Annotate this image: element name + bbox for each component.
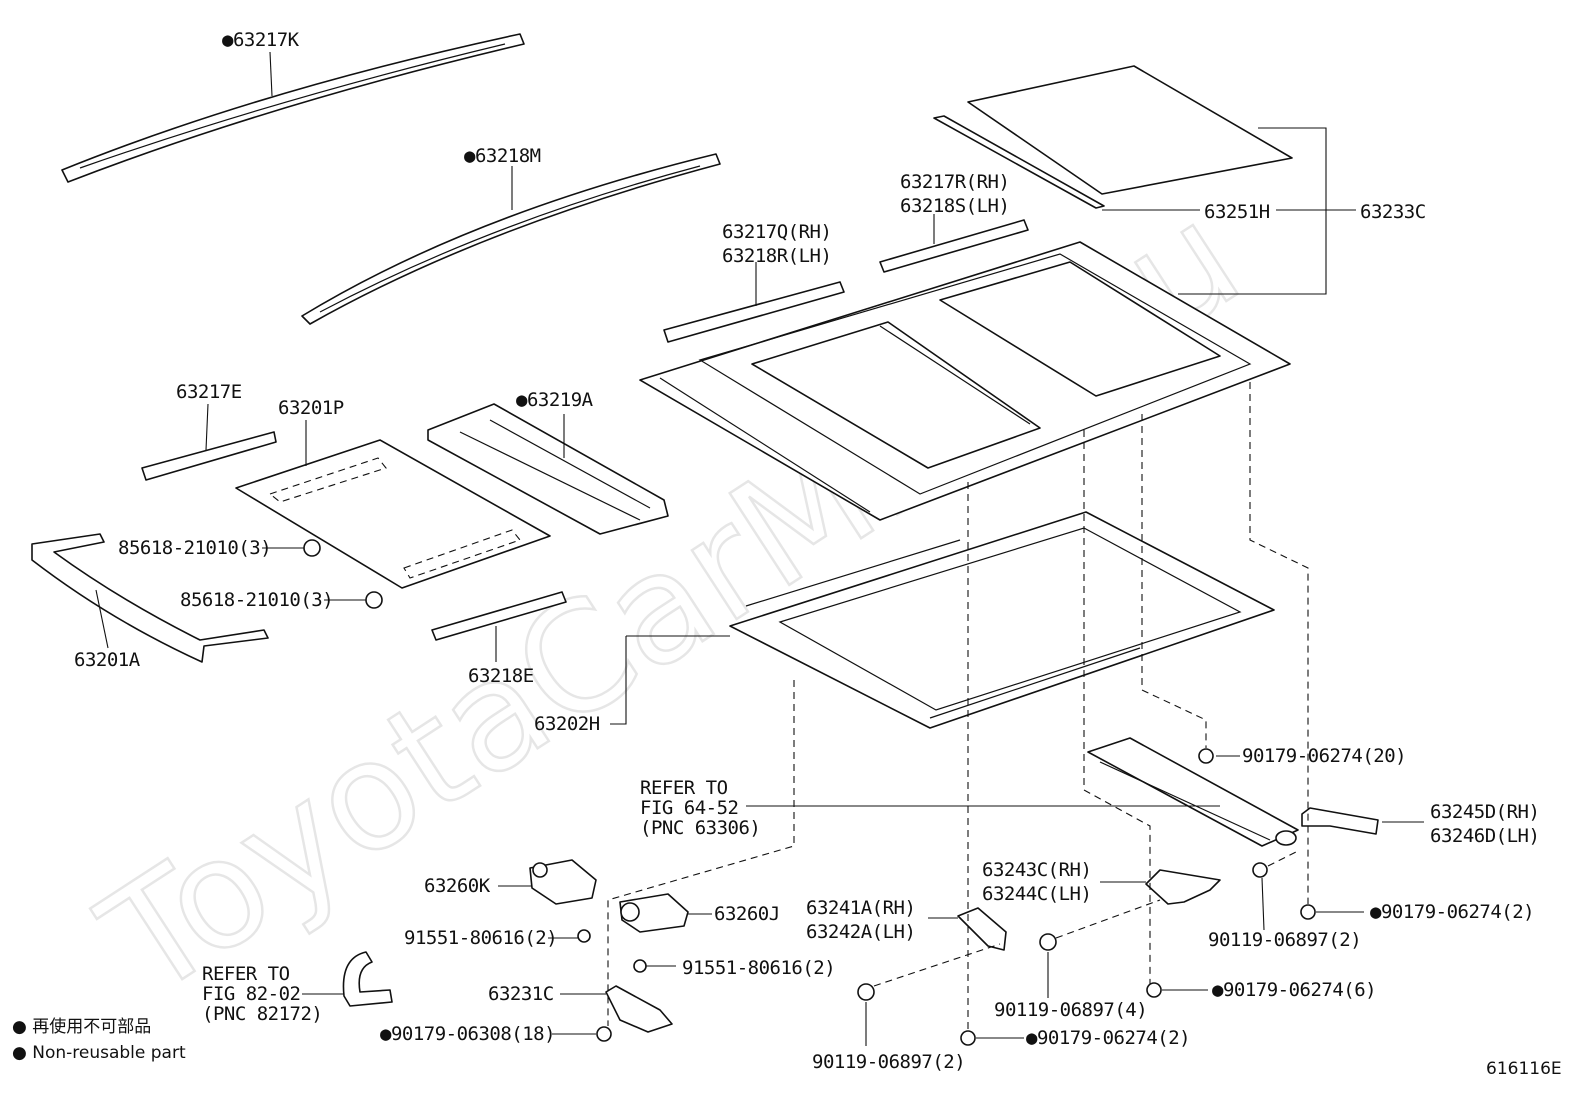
label-85618-a: 85618-21010(3) — [118, 537, 271, 559]
fasteners — [303, 539, 1316, 1046]
part-labels: ●63217K ●63218M 63217E 63201P ●63219A 85… — [74, 29, 1540, 1073]
weatherstrip-63218e — [431, 591, 567, 641]
label-63244c: 63244C(LH) — [982, 883, 1091, 905]
label-90179-2-a: ●90179-06274(2) — [1370, 901, 1534, 923]
leader-lines — [95, 51, 1424, 1046]
label-90119-2-a: 90119-06897(2) — [1208, 929, 1361, 951]
label-63245d: 63245D(RH) — [1430, 801, 1539, 823]
screw-icon — [633, 959, 647, 973]
label-63217r: 63217R(RH) — [900, 171, 1009, 193]
strip-63217r — [879, 219, 1029, 273]
bracket-63241a — [957, 907, 1007, 951]
bracket-63231c — [605, 985, 673, 1033]
label-ref1-line2: FIG 64-52 — [640, 797, 738, 819]
label-63201p: 63201P — [278, 397, 344, 419]
label-63260j: 63260J — [714, 903, 780, 925]
weatherstrip-63217e — [141, 431, 277, 481]
roof-rail-63218m — [301, 153, 721, 325]
roof-panel-63201p — [235, 439, 551, 589]
grommet-icon — [303, 539, 321, 557]
bolt-icon — [857, 983, 875, 1001]
dashed-alignment-lines — [607, 382, 1309, 1030]
label-63243c: 63243C(RH) — [982, 859, 1091, 881]
label-63218r: 63218R(LH) — [722, 245, 831, 267]
nut-icon — [596, 1026, 612, 1042]
label-63242a: 63242A(LH) — [806, 921, 915, 943]
bracket-63243c — [1145, 869, 1221, 905]
grommet-icon — [365, 591, 383, 609]
label-63218e: 63218E — [468, 665, 534, 687]
label-ref1-line3: (PNC 63306) — [640, 817, 760, 839]
label-91551-b: 91551-80616(2) — [682, 957, 835, 979]
label-63251h: 63251H — [1204, 201, 1270, 223]
label-63233c: 63233C — [1360, 201, 1426, 223]
sunroof-housing-63202h — [729, 511, 1275, 729]
legend-japanese: ● 再使用不可部品 — [12, 1016, 151, 1037]
label-85618-b: 85618-21010(3) — [180, 589, 333, 611]
label-ref2-line1: REFER TO — [202, 963, 290, 985]
label-63202h: 63202H — [534, 713, 600, 735]
label-63241a: 63241A(RH) — [806, 897, 915, 919]
label-63217q: 63217Q(RH) — [722, 221, 831, 243]
label-63260k: 63260K — [424, 875, 491, 897]
clip-82172 — [342, 951, 393, 1007]
nut-icon — [1146, 982, 1162, 998]
sunshade-roller — [1087, 737, 1299, 847]
label-63231c: 63231C — [488, 983, 554, 1005]
label-90119-4: 90119-06897(4) — [994, 999, 1147, 1021]
glass-panel-63233c — [933, 65, 1293, 209]
motor-63260j — [619, 893, 689, 933]
label-63217e: 63217E — [176, 381, 242, 403]
bolt-icon — [1252, 862, 1268, 878]
bolt-icon — [1039, 933, 1057, 951]
label-63218s: 63218S(LH) — [900, 195, 1009, 217]
roof-rail-63217k — [61, 33, 525, 183]
label-90119-2-b: 90119-06897(2) — [812, 1051, 965, 1073]
label-63246d: 63246D(LH) — [1430, 825, 1539, 847]
nut-icon — [960, 1030, 976, 1046]
label-90179-18: ●90179-06308(18) — [380, 1023, 555, 1045]
label-63219a: ●63219A — [516, 389, 594, 411]
label-63217k: ●63217K — [222, 29, 300, 51]
label-63218m: ●63218M — [464, 145, 541, 167]
label-ref2-line2: FIG 82-02 — [202, 983, 300, 1005]
arm-63245d — [1301, 807, 1379, 835]
front-header-63201a — [31, 533, 269, 663]
label-90179-20: 90179-06274(20) — [1242, 745, 1406, 767]
nut-icon — [1300, 904, 1316, 920]
label-ref1-line1: REFER TO — [640, 777, 728, 799]
label-90179-6: ●90179-06274(6) — [1212, 979, 1376, 1001]
motor-63260k — [529, 859, 597, 905]
figure-code: 616116E — [1486, 1059, 1562, 1079]
label-ref2-line3: (PNC 82172) — [202, 1003, 322, 1025]
strip-63217q — [663, 281, 845, 343]
screw-icon — [577, 929, 591, 943]
cross-member-63219a — [427, 403, 669, 535]
legend: ● 再使用不可部品 ● Non-reusable part — [12, 1016, 186, 1063]
label-90179-2-b: ●90179-06274(2) — [1026, 1027, 1190, 1049]
label-91551-a: 91551-80616(2) — [404, 927, 557, 949]
label-63201a: 63201A — [74, 649, 141, 671]
legend-non-reusable: ● Non-reusable part — [12, 1043, 186, 1063]
nut-icon — [1198, 748, 1214, 764]
roof-reinforcement-frame — [639, 241, 1291, 521]
